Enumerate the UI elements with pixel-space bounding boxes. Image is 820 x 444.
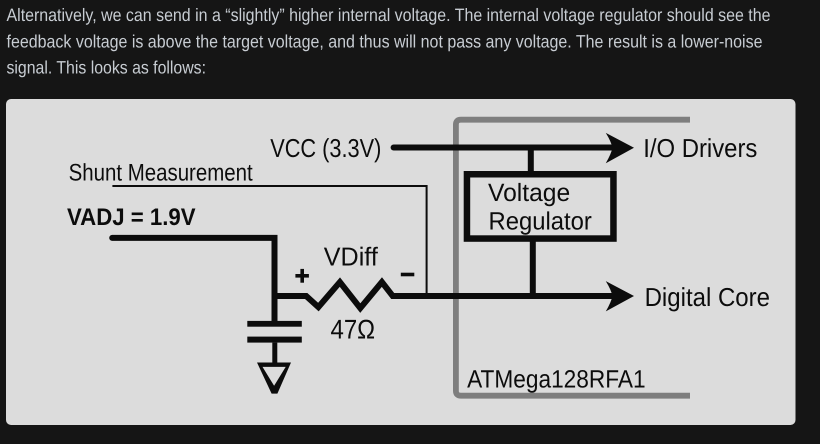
- svg-text:VADJ = 1.9V: VADJ = 1.9V: [67, 204, 196, 231]
- svg-text:signal. This looks as follows:: signal. This looks as follows:: [7, 58, 207, 78]
- svg-text:Regulator: Regulator: [489, 208, 592, 236]
- svg-text:Alternatively, we can send in: Alternatively, we can send in a “slightl…: [7, 5, 771, 25]
- svg-text:47Ω: 47Ω: [331, 315, 376, 345]
- svg-text:ATMega128RFA1: ATMega128RFA1: [467, 366, 645, 394]
- svg-text:I/O Drivers: I/O Drivers: [643, 133, 757, 163]
- svg-text:Digital Core: Digital Core: [645, 282, 770, 312]
- svg-text:VDiff: VDiff: [324, 242, 379, 272]
- svg-text:feedback voltage is above the: feedback voltage is above the target vol…: [7, 31, 763, 51]
- svg-text:Voltage: Voltage: [488, 179, 570, 207]
- svg-text:VCC (3.3V): VCC (3.3V): [270, 133, 381, 163]
- svg-text:Shunt Measurement: Shunt Measurement: [69, 159, 253, 186]
